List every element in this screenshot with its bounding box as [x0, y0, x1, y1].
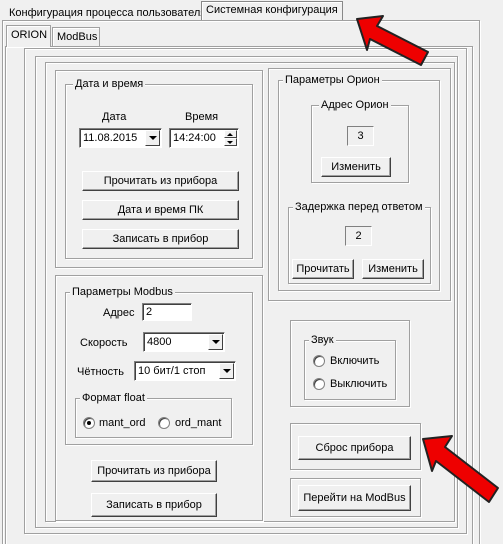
- tab-user-config[interactable]: Конфигурация процесса пользователя: [4, 4, 211, 23]
- modbus-write-label: Записать в прибор: [106, 499, 202, 511]
- time-spinner[interactable]: [224, 130, 237, 146]
- float-ord-mant-radio[interactable]: [158, 417, 170, 429]
- modbus-address-label: Адрес: [103, 307, 135, 319]
- goto-modbus-button[interactable]: Перейти на ModBus: [298, 485, 411, 511]
- sound-group: Звук: [304, 333, 396, 400]
- orion-address-change-label: Изменить: [331, 161, 381, 173]
- orion-address-group: Адрес Орион: [311, 98, 409, 183]
- speed-label: Скорость: [80, 337, 128, 349]
- sound-outer-frame: [290, 320, 410, 407]
- delay-change-label: Изменить: [368, 263, 418, 275]
- subtab-modbus-label: ModBus: [57, 31, 98, 43]
- float-mant-ord-label: mant_ord: [99, 417, 146, 429]
- sound-off-label: Выключить: [330, 378, 388, 390]
- float-format-title: Формат float: [80, 391, 147, 405]
- float-mant-ord-radio[interactable]: [83, 417, 95, 429]
- subtab-orion-label: ORION: [11, 29, 48, 41]
- modbus-params-title: Параметры Modbus: [70, 285, 175, 299]
- goto-modbus-frame: [290, 478, 421, 517]
- time-label: Время: [185, 111, 219, 123]
- orion-address-value-text: 3: [357, 130, 364, 142]
- date-label: Дата: [102, 111, 127, 123]
- write-datetime-button[interactable]: Записать в прибор: [82, 229, 239, 249]
- subtab-modbus[interactable]: ModBus: [52, 27, 100, 47]
- orion-outer-frame: [268, 68, 451, 301]
- date-value: 11.08.2015: [83, 132, 138, 144]
- delay-change-button[interactable]: Изменить: [362, 259, 424, 279]
- read-datetime-button[interactable]: Прочитать из прибора: [82, 171, 239, 191]
- delay-read-button[interactable]: Прочитать: [292, 259, 354, 279]
- parity-value: 10 бит/1 стоп: [138, 365, 206, 377]
- speed-value: 4800: [147, 336, 172, 348]
- pc-datetime-button[interactable]: Дата и время ПК: [82, 200, 239, 220]
- float-ord-mant-label: ord_mant: [175, 417, 222, 429]
- orion-address-value: 3: [347, 126, 374, 146]
- tab-system-config[interactable]: Системная конфигурация: [201, 1, 343, 21]
- orion-address-title: Адрес Орион: [319, 98, 391, 112]
- modbus-read-label: Прочитать из прибора: [97, 465, 211, 477]
- write-datetime-label: Записать в прибор: [112, 233, 209, 245]
- orion-params-group: Параметры Орион: [278, 73, 440, 291]
- orion-params-title: Параметры Орион: [283, 73, 382, 87]
- parity-label: Чётность: [77, 366, 124, 378]
- orion-address-change-button[interactable]: Изменить: [321, 157, 391, 177]
- time-picker[interactable]: 14:24:00: [169, 128, 239, 148]
- sound-title: Звук: [309, 333, 336, 347]
- chevron-down-icon[interactable]: [145, 130, 160, 146]
- orion-delay-value: 2: [345, 226, 372, 246]
- orion-delay-value-text: 2: [355, 230, 362, 242]
- float-format-group: Формат float: [75, 391, 232, 438]
- sound-on-label: Включить: [330, 355, 380, 367]
- spin-up-icon[interactable]: [224, 130, 237, 138]
- tab-system-config-label: Системная конфигурация: [206, 4, 338, 16]
- goto-modbus-label: Перейти на ModBus: [303, 492, 406, 504]
- tab-user-config-label: Конфигурация процесса пользователя: [9, 7, 207, 19]
- chevron-down-icon[interactable]: [208, 334, 223, 350]
- reset-device-label: Сброс прибора: [315, 442, 394, 454]
- date-picker[interactable]: 11.08.2015: [79, 128, 162, 148]
- sound-on-radio[interactable]: [313, 355, 325, 367]
- parity-select[interactable]: 10 бит/1 стоп: [134, 361, 236, 381]
- pc-datetime-label: Дата и время ПК: [117, 204, 204, 216]
- datetime-title: Дата и время: [73, 77, 146, 91]
- sound-off-radio[interactable]: [313, 378, 325, 390]
- modbus-address-value: 2: [146, 306, 153, 318]
- chevron-down-icon[interactable]: [219, 363, 234, 379]
- time-value: 14:24:00: [173, 132, 216, 144]
- read-datetime-label: Прочитать из прибора: [103, 175, 218, 187]
- modbus-outer-frame: [55, 275, 263, 521]
- red-arrow-icon: [356, 15, 429, 66]
- speed-select[interactable]: 4800: [143, 332, 225, 352]
- subtab-orion[interactable]: ORION: [6, 25, 51, 47]
- spin-down-icon[interactable]: [224, 138, 237, 146]
- modbus-read-button[interactable]: Прочитать из прибора: [91, 460, 217, 482]
- modbus-address-input[interactable]: 2: [142, 303, 192, 321]
- datetime-outer-frame: [55, 70, 263, 268]
- modbus-write-button[interactable]: Записать в прибор: [91, 493, 217, 517]
- reset-frame: [290, 423, 421, 470]
- red-arrow-icon: [422, 435, 499, 503]
- delay-read-label: Прочитать: [296, 263, 350, 275]
- orion-delay-title: Задержка перед ответом: [293, 200, 425, 214]
- modbus-params-group: Параметры Modbus: [65, 285, 253, 445]
- orion-delay-group: Задержка перед ответом: [288, 200, 431, 284]
- reset-device-button[interactable]: Сброс прибора: [298, 436, 411, 460]
- datetime-group: Дата и время: [65, 77, 253, 259]
